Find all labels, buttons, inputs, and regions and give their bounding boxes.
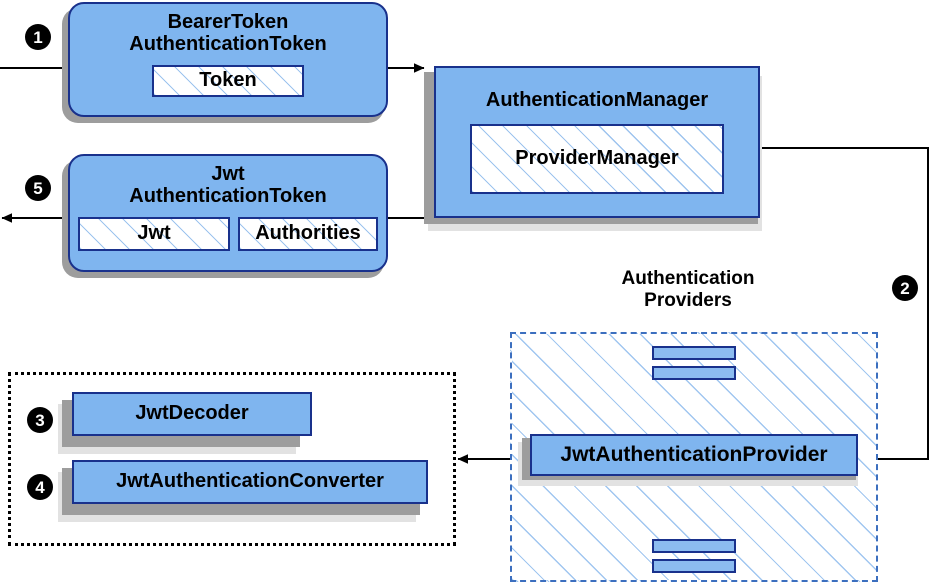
provider-bar-bottom-2 bbox=[652, 559, 736, 573]
provider-bar-bottom-1 bbox=[652, 539, 736, 553]
node-jwt-authentication-converter[interactable]: JwtAuthenticationConverter bbox=[72, 460, 428, 504]
compartment-jwt: Jwt bbox=[78, 217, 230, 252]
node-authentication-manager[interactable]: AuthenticationManager ProviderManager bbox=[434, 66, 760, 218]
compartment-token: Token bbox=[152, 65, 304, 98]
node-jwt-authentication-token[interactable]: Jwt AuthenticationToken Jwt Authorities bbox=[68, 154, 388, 272]
badge-step-2: 2 bbox=[892, 275, 918, 301]
jwt-support-region bbox=[8, 372, 456, 546]
provider-bar-top-1 bbox=[652, 346, 736, 360]
jwt-token-label: Jwt AuthenticationToken bbox=[129, 163, 327, 207]
badge-step-1: 1 bbox=[25, 24, 51, 50]
bearer-token-label: BearerToken AuthenticationToken bbox=[129, 11, 327, 55]
compartment-authorities: Authorities bbox=[238, 217, 378, 252]
jwt-token-compartments: Jwt Authorities bbox=[78, 217, 378, 252]
badge-step-3: 3 bbox=[27, 407, 53, 433]
badge-step-5: 5 bbox=[25, 175, 51, 201]
node-jwt-authentication-provider[interactable]: JwtAuthenticationProvider bbox=[530, 434, 858, 476]
badge-step-4: 4 bbox=[27, 474, 53, 500]
node-bearer-token-authentication-token[interactable]: BearerToken AuthenticationToken Token bbox=[68, 2, 388, 117]
provider-bar-top-2 bbox=[652, 366, 736, 380]
compartment-provider-manager: ProviderManager bbox=[470, 123, 724, 194]
node-jwt-decoder[interactable]: JwtDecoder bbox=[72, 392, 312, 436]
providers-region-title: Authentication Providers bbox=[621, 268, 755, 311]
authentication-manager-label: AuthenticationManager bbox=[485, 89, 709, 111]
